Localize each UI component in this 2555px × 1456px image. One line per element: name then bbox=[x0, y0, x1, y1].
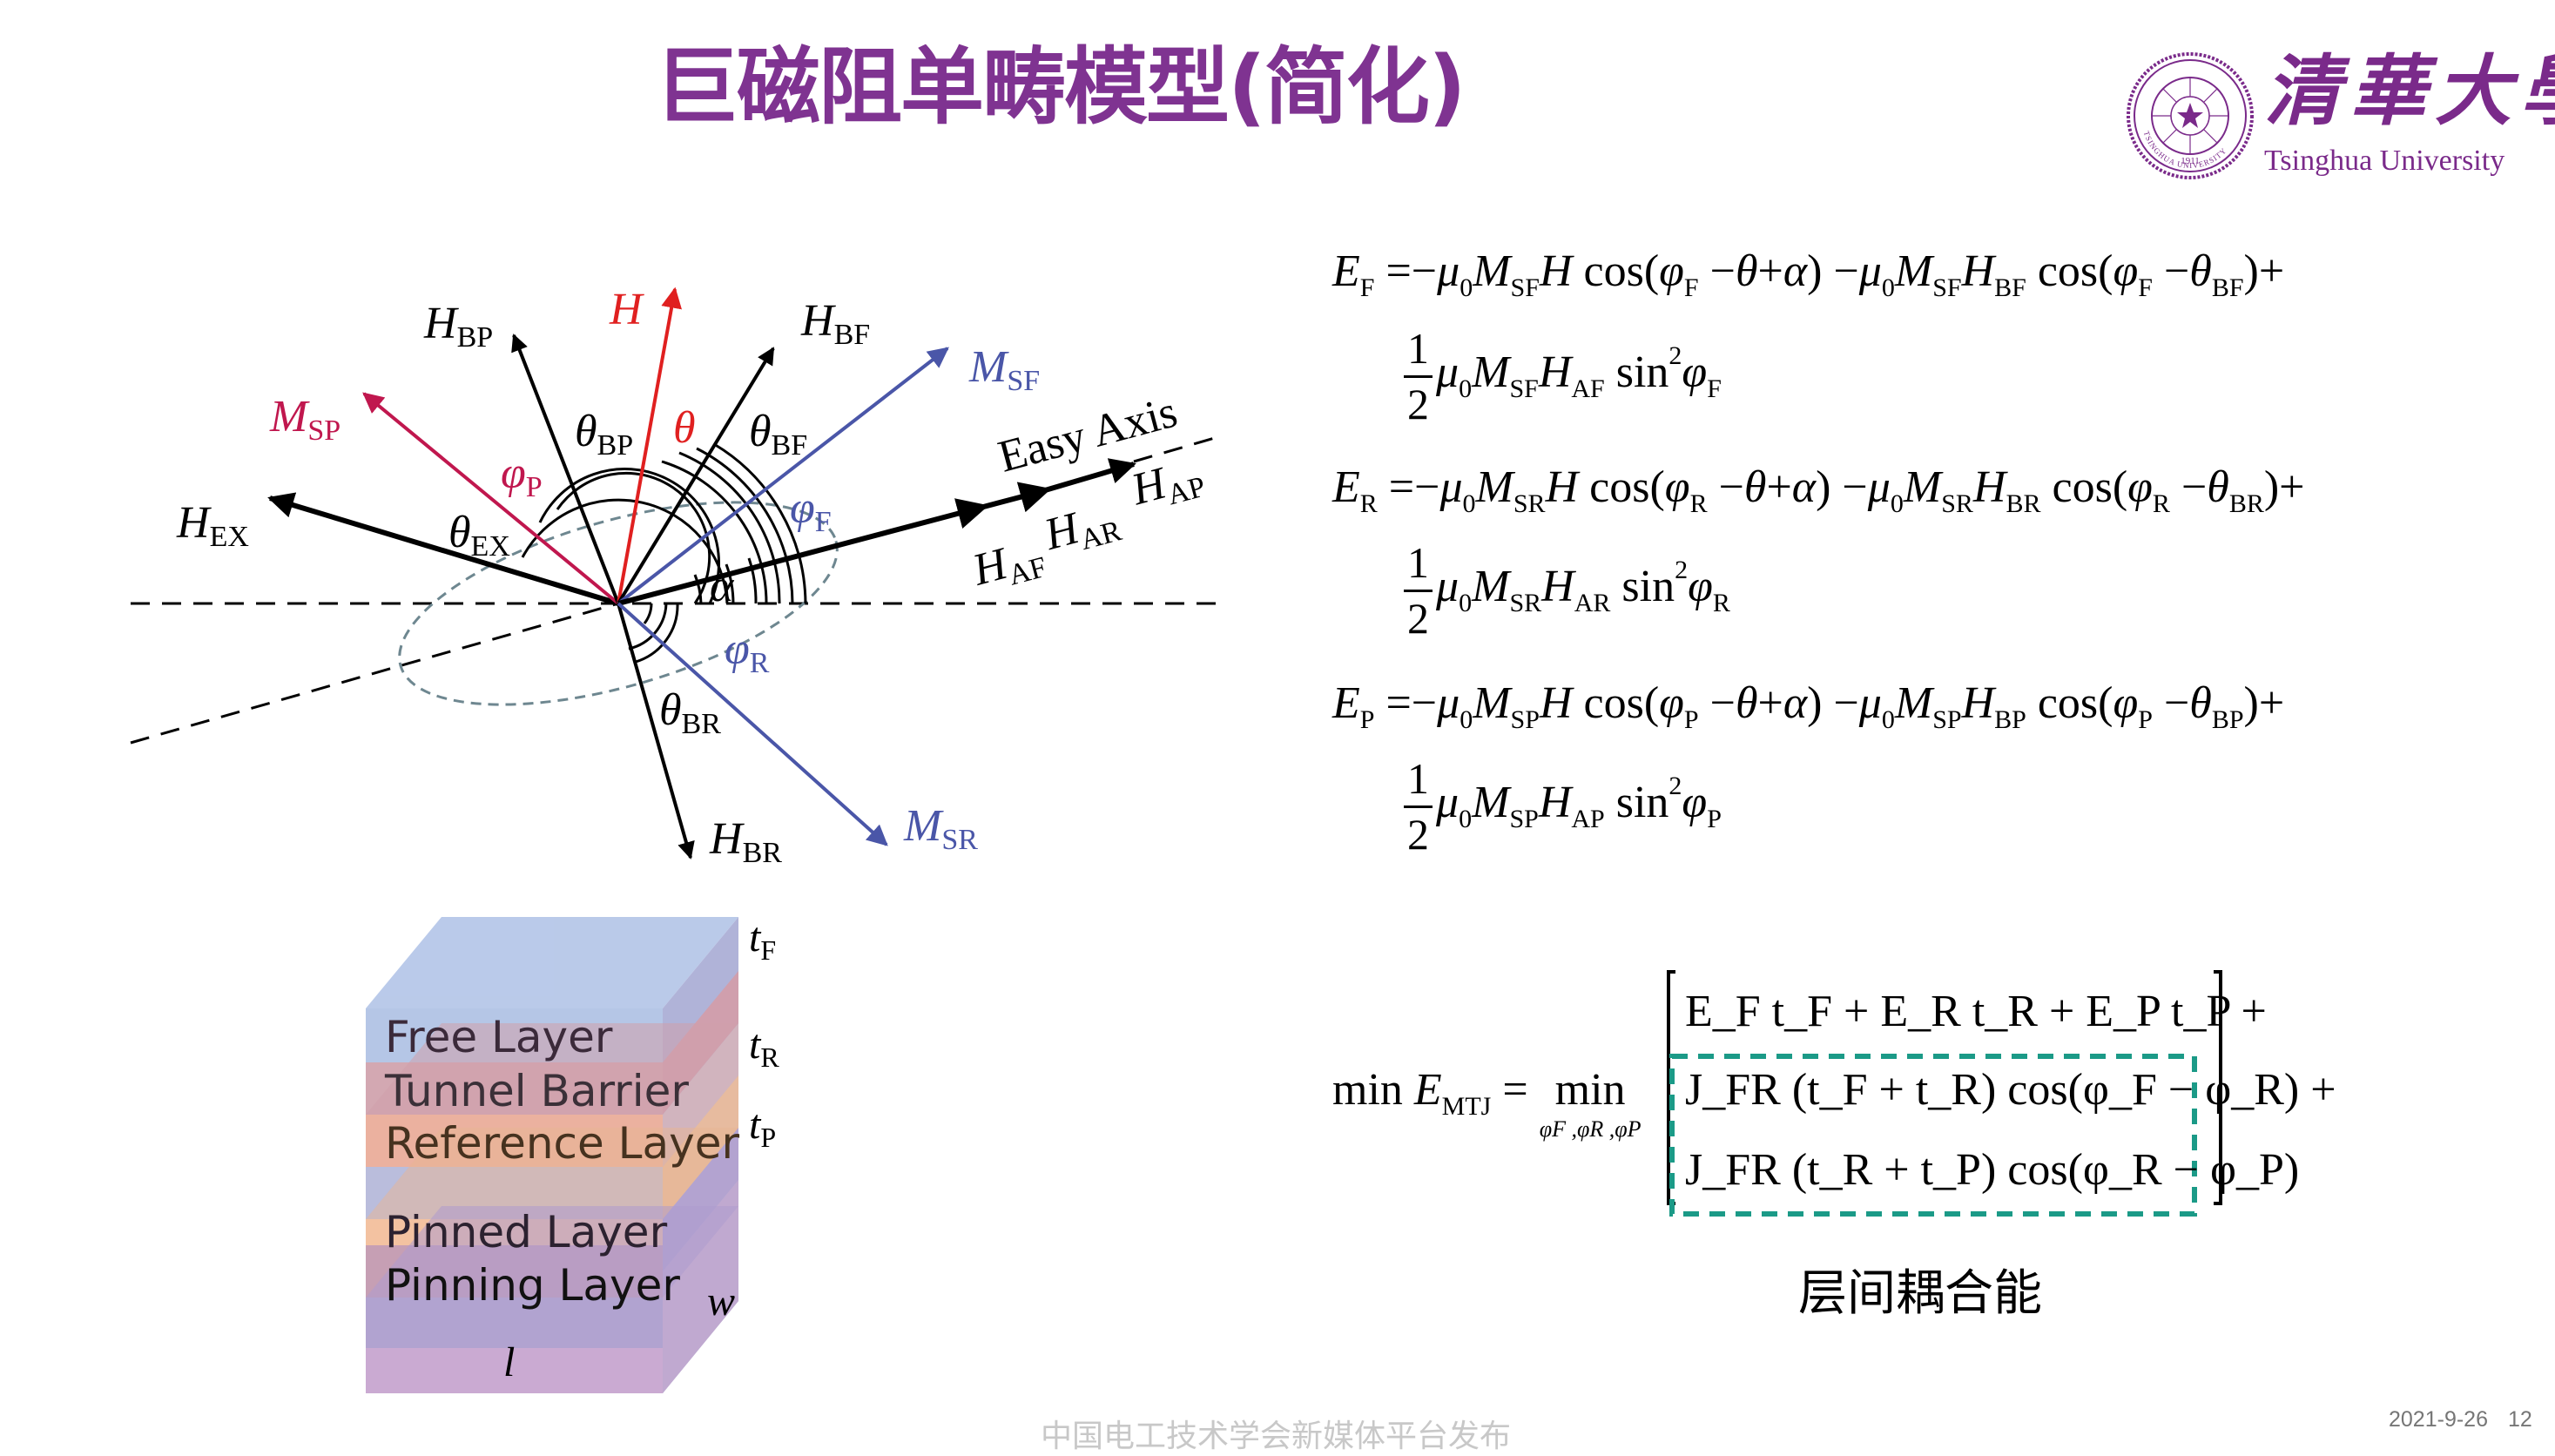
min-energy-row1: E_F t_F + E_R t_R + E_P t_P + bbox=[1685, 987, 2267, 1036]
svg-text:MSF: MSF bbox=[968, 342, 1040, 397]
equation-E-F-line1: EF =−μ0MSFH cos(φF −θ+α) −μ0MSFHBF cos(φ… bbox=[1332, 246, 2285, 302]
slide-title: 巨磁阻单畴模型(简化) bbox=[655, 38, 1466, 136]
mtj-layer-stack: Free Layer Tunnel Barrier Reference Laye… bbox=[366, 914, 779, 1393]
min-energy-row3: J_FR (t_R + t_P) cos(φ_R − φ_P) bbox=[1685, 1145, 2300, 1195]
layer-reference: Reference Layer bbox=[385, 1118, 740, 1169]
H-BP-vector bbox=[511, 334, 620, 604]
min-energy-row2: J_FR (t_F + t_R) cos(φ_F − φ_R) + bbox=[1685, 1065, 2336, 1115]
equation-E-P-line1: EP =−μ0MSPH cos(φP −θ+α) −μ0MSPHBP cos(φ… bbox=[1332, 678, 2285, 734]
easy-axis-dashed-line bbox=[130, 602, 619, 745]
layer-free: Free Layer bbox=[385, 1012, 613, 1062]
easy-plane-ellipse bbox=[398, 501, 839, 706]
footer-date: 2021-9-26 bbox=[2389, 1407, 2488, 1432]
page-number: 12 bbox=[2508, 1407, 2532, 1432]
label-H: H bbox=[609, 285, 644, 334]
layer-tunnel-barrier: Tunnel Barrier bbox=[384, 1066, 689, 1116]
svg-text:tF: tF bbox=[749, 914, 776, 966]
H-BF-vector bbox=[617, 347, 775, 605]
svg-text:θ: θ bbox=[673, 403, 696, 453]
logo-name-cn: 清華大學 bbox=[2264, 45, 2555, 136]
svg-text:MSP: MSP bbox=[269, 392, 340, 447]
svg-text:tR: tR bbox=[749, 1021, 779, 1073]
svg-text:φF: φF bbox=[790, 483, 832, 538]
university-seal-icon: 1911 TSINGHUA UNIVERSITY bbox=[2127, 52, 2254, 179]
svg-text:HAR: HAR bbox=[1039, 493, 1125, 565]
M-SF-vector bbox=[617, 347, 949, 605]
footer-source: 中国电工技术学会新媒体平台发布 bbox=[1041, 1419, 1512, 1454]
svg-text:HEX: HEX bbox=[176, 498, 249, 553]
svg-text:θBP: θBP bbox=[575, 407, 633, 462]
svg-text:HBP: HBP bbox=[423, 299, 493, 354]
svg-text:TSINGHUA UNIVERSITY: TSINGHUA UNIVERSITY bbox=[2142, 130, 2228, 170]
layer-pinned: Pinned Layer bbox=[385, 1207, 668, 1257]
svg-text:l: l bbox=[503, 1339, 515, 1385]
tsinghua-logo: 1911 TSINGHUA UNIVERSITY 清華大學 Tsinghua U… bbox=[2125, 51, 2555, 181]
M-SR-vector bbox=[617, 602, 888, 846]
equation-min-E-MTJ-lhs: min EMTJ = min φF ,φR ,φP bbox=[1332, 1065, 1642, 1142]
M-SP-vector bbox=[362, 392, 620, 605]
vector-diagram: H HBP HBF MSF MSP HEX θBP θ θBF φP φF θE… bbox=[130, 285, 1224, 869]
logo-name-en: Tsinghua University bbox=[2264, 145, 2505, 177]
H-field-vector bbox=[617, 286, 682, 604]
svg-text:HBR: HBR bbox=[709, 814, 782, 869]
svg-text:HBF: HBF bbox=[800, 296, 870, 351]
svg-text:MSR: MSR bbox=[903, 801, 978, 856]
svg-text:w: w bbox=[707, 1278, 735, 1325]
equation-E-R-line1: ER =−μ0MSRH cos(φR −θ+α) −μ0MSRHBR cos(φ… bbox=[1332, 462, 2305, 518]
layer-pinning: Pinning Layer bbox=[385, 1260, 680, 1311]
coupling-energy-label: 层间耦合能 bbox=[1798, 1265, 2042, 1322]
svg-text:θEX: θEX bbox=[448, 508, 510, 563]
svg-text:1911: 1911 bbox=[2181, 156, 2200, 166]
svg-text:HAF: HAF bbox=[967, 529, 1050, 601]
coupling-energy-box bbox=[1669, 1054, 2197, 1217]
svg-text:θBR: θBR bbox=[659, 685, 721, 740]
svg-text:tP: tP bbox=[749, 1102, 776, 1153]
H-EX-vector bbox=[267, 492, 619, 606]
svg-text:φR: φR bbox=[725, 624, 770, 679]
svg-text:θBF: θBF bbox=[749, 407, 807, 462]
svg-text:α: α bbox=[710, 562, 735, 611]
min-energy-brackets bbox=[1667, 970, 2222, 1217]
easy-axis-vector bbox=[617, 458, 1136, 606]
svg-text:φP: φP bbox=[501, 448, 543, 503]
H-BR-vector bbox=[617, 603, 695, 859]
angle-arcs bbox=[521, 442, 807, 664]
